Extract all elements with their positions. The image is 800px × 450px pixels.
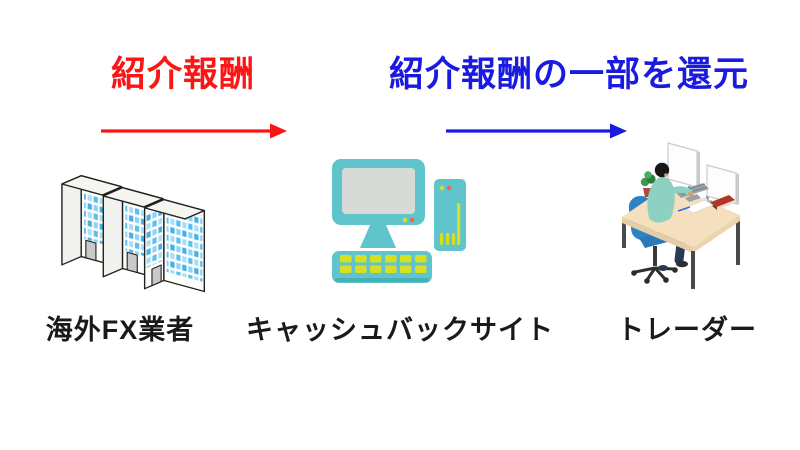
entity-label-fx-broker: 海外FX業者 — [45, 315, 195, 345]
trader-person — [647, 162, 694, 223]
red-arrow-icon — [101, 123, 287, 139]
status-light-icon — [409, 217, 415, 223]
flow1-label: 紹介報酬 — [110, 55, 255, 94]
red-book — [711, 195, 735, 207]
flow2-label: 紹介報酬の一部を還元 — [388, 55, 749, 94]
office-buildings-icon — [61, 174, 206, 293]
building-3 — [143, 198, 206, 293]
trader-at-desk-icon — [622, 142, 740, 289]
desktop-computer-icon — [332, 159, 466, 283]
computer-tower — [434, 179, 466, 251]
keyboard-keys — [340, 255, 427, 273]
monitor-stand — [360, 225, 396, 248]
monitor-screen — [342, 168, 415, 214]
entity-label-cashback-site: キャッシュバックサイト — [246, 315, 554, 345]
pen — [677, 206, 691, 212]
entity-label-trader: トレーダー — [617, 315, 757, 345]
power-light-icon — [402, 217, 408, 223]
paper — [684, 199, 714, 214]
blue-arrow-icon — [446, 123, 627, 139]
building-1 — [61, 174, 123, 269]
